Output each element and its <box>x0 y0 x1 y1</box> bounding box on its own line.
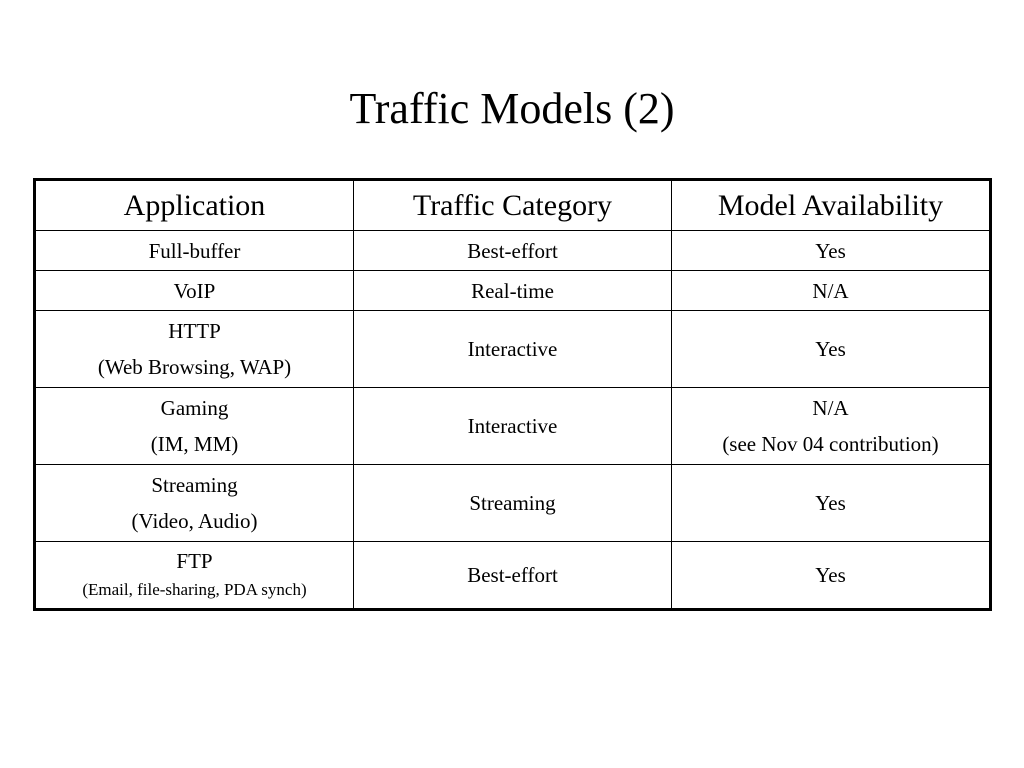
header-model-availability: Model Availability <box>671 179 991 231</box>
application-name: FTP <box>176 549 213 573</box>
application-name: VoIP <box>173 278 216 303</box>
header-traffic-category: Traffic Category <box>353 179 672 231</box>
availability-value: N/A <box>812 278 849 303</box>
availability-value: N/A <box>812 396 849 420</box>
table-row: VoIP Real-time N/A <box>34 270 991 311</box>
application-name: HTTP <box>168 319 221 343</box>
cell-application: HTTP (Web Browsing, WAP) <box>34 310 354 388</box>
application-name: Full-buffer <box>148 238 241 263</box>
cell-category: Real-time <box>353 270 672 311</box>
cell-application: Gaming (IM, MM) <box>34 387 354 465</box>
cell-availability: Yes <box>671 310 991 388</box>
table-row: Full-buffer Best-effort Yes <box>34 230 991 271</box>
availability-note: (see Nov 04 contribution) <box>722 432 939 456</box>
cell-category: Interactive <box>353 310 672 388</box>
slide-title: Traffic Models (2) <box>349 84 675 133</box>
application-detail: (Video, Audio) <box>131 509 258 533</box>
cell-availability: Yes <box>671 541 991 610</box>
table-row: FTP (Email, file-sharing, PDA synch) Bes… <box>34 541 991 610</box>
availability-value: Yes <box>815 563 846 587</box>
cell-application: Full-buffer <box>34 230 354 271</box>
traffic-models-table-container: Application Traffic Category Model Avail… <box>33 178 992 611</box>
application-detail: (IM, MM) <box>150 432 239 456</box>
availability-value: Yes <box>815 491 846 515</box>
traffic-models-table: Application Traffic Category Model Avail… <box>33 178 992 611</box>
cell-application: VoIP <box>34 270 354 311</box>
cell-availability: N/A <box>671 270 991 311</box>
cell-category: Best-effort <box>353 230 672 271</box>
cell-availability: Yes <box>671 230 991 271</box>
cell-application: FTP (Email, file-sharing, PDA synch) <box>34 541 354 610</box>
table-row: Streaming (Video, Audio) Streaming Yes <box>34 464 991 542</box>
table-row: HTTP (Web Browsing, WAP) Interactive Yes <box>34 310 991 388</box>
cell-category: Streaming <box>353 464 672 542</box>
cell-category: Interactive <box>353 387 672 465</box>
header-application: Application <box>34 179 354 231</box>
cell-availability: Yes <box>671 464 991 542</box>
application-detail: (Web Browsing, WAP) <box>97 355 292 379</box>
application-name: Gaming <box>160 396 229 420</box>
cell-application: Streaming (Video, Audio) <box>34 464 354 542</box>
table-row: Gaming (IM, MM) Interactive N/A (see Nov… <box>34 387 991 465</box>
table-header-row: Application Traffic Category Model Avail… <box>34 179 991 231</box>
availability-value: Yes <box>815 337 846 361</box>
application-name: Streaming <box>151 473 238 497</box>
availability-value: Yes <box>815 238 846 263</box>
cell-availability: N/A (see Nov 04 contribution) <box>671 387 991 465</box>
application-detail: (Email, file-sharing, PDA synch) <box>82 580 307 599</box>
cell-category: Best-effort <box>353 541 672 610</box>
